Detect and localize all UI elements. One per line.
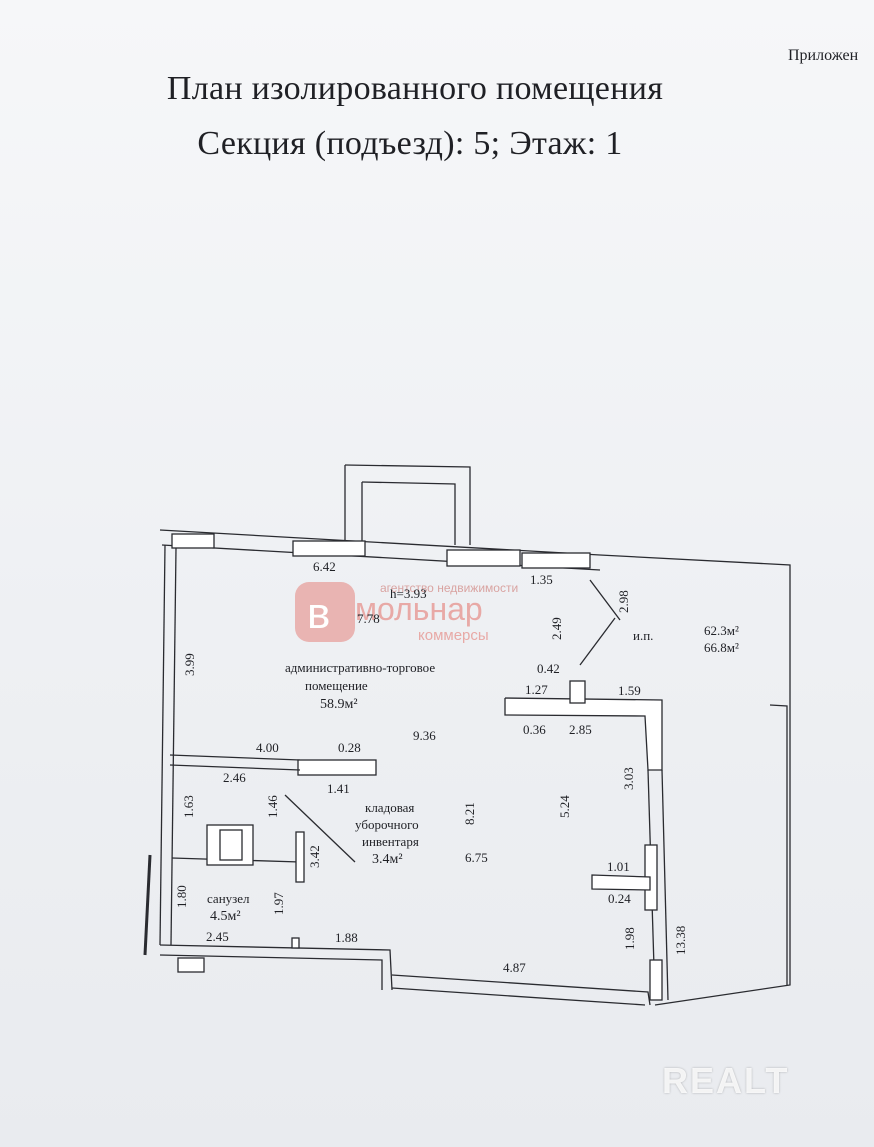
agency-brand-name: мольнар <box>355 591 483 627</box>
plan-subtitle: Секция (подъезд): 5; Этаж: 1 <box>197 125 623 162</box>
room-height: h=3.93 <box>390 586 427 601</box>
storage-area: 3.4м² <box>372 852 403 867</box>
total-area-2: 66.8м² <box>704 640 739 655</box>
storage-name-2: уборочного <box>355 817 419 832</box>
bathroom-area: 4.5м² <box>210 909 241 924</box>
dim-1-63: 1.63 <box>181 795 196 818</box>
dim-3-99: 3.99 <box>182 653 197 676</box>
dim-2-85: 2.85 <box>569 722 592 737</box>
dimension-labels: 6.42 1.35 2.98 h=3.93 7.78 2.49 и.п. 62.… <box>174 559 739 975</box>
storage-name-3: инвентаря <box>362 834 419 849</box>
dim-2-49: 2.49 <box>549 617 564 640</box>
dim-0-28: 0.28 <box>338 740 361 755</box>
dim-3-42: 3.42 <box>307 845 322 868</box>
dim-5-24: 5.24 <box>557 795 572 818</box>
dim-0-36: 0.36 <box>523 722 546 737</box>
logo-letter: в <box>307 589 330 638</box>
dim-6-75: 6.75 <box>465 850 488 865</box>
dim-13-38: 13.38 <box>673 926 688 955</box>
total-area-1: 62.3м² <box>704 623 739 638</box>
main-room-name-2: помещение <box>305 678 368 693</box>
agency-caption: агентство недвижимости <box>380 581 518 595</box>
dim-7-78: 7.78 <box>357 611 380 626</box>
dim-1-35: 1.35 <box>530 572 553 587</box>
main-room-name-1: административно-торговое <box>285 660 435 675</box>
dim-4-87: 4.87 <box>503 960 526 975</box>
dim-1-59: 1.59 <box>618 683 641 698</box>
plan-title: План изолированного помещения <box>166 70 664 107</box>
dim-1-46: 1.46 <box>265 795 280 818</box>
dim-1-27: 1.27 <box>525 682 548 697</box>
agency-brand-sub: коммерсы <box>418 627 489 644</box>
dim-3-03: 3.03 <box>621 767 636 790</box>
dim-2-45: 2.45 <box>206 929 229 944</box>
dim-1-88: 1.88 <box>335 930 358 945</box>
bathroom-name: санузел <box>207 891 250 906</box>
appendix-note: Приложен <box>788 47 859 64</box>
dim-1-97: 1.97 <box>271 892 286 915</box>
storage-name-1: кладовая <box>365 800 414 815</box>
agency-logo-icon <box>295 582 355 642</box>
dim-1-98: 1.98 <box>622 927 637 950</box>
dim-1-80: 1.80 <box>174 885 189 908</box>
agency-watermark: в агентство недвижимости мольнар коммерс… <box>295 581 518 644</box>
dim-6-42: 6.42 <box>313 559 336 574</box>
realt-logo: REALT <box>662 1060 790 1101</box>
dim-1-01: 1.01 <box>607 859 630 874</box>
main-room-area: 58.9м² <box>320 697 358 712</box>
plan-walls <box>143 464 791 1006</box>
dim-9-36: 9.36 <box>413 728 436 743</box>
dim-1-41: 1.41 <box>327 781 350 796</box>
dim-0-24: 0.24 <box>608 891 631 906</box>
dim-4-00: 4.00 <box>256 740 279 755</box>
entrance-mark: и.п. <box>633 628 653 643</box>
dim-8-21: 8.21 <box>462 802 477 825</box>
dim-2-46: 2.46 <box>223 770 246 785</box>
dim-2-98: 2.98 <box>616 590 631 613</box>
dim-0-42: 0.42 <box>537 661 560 676</box>
